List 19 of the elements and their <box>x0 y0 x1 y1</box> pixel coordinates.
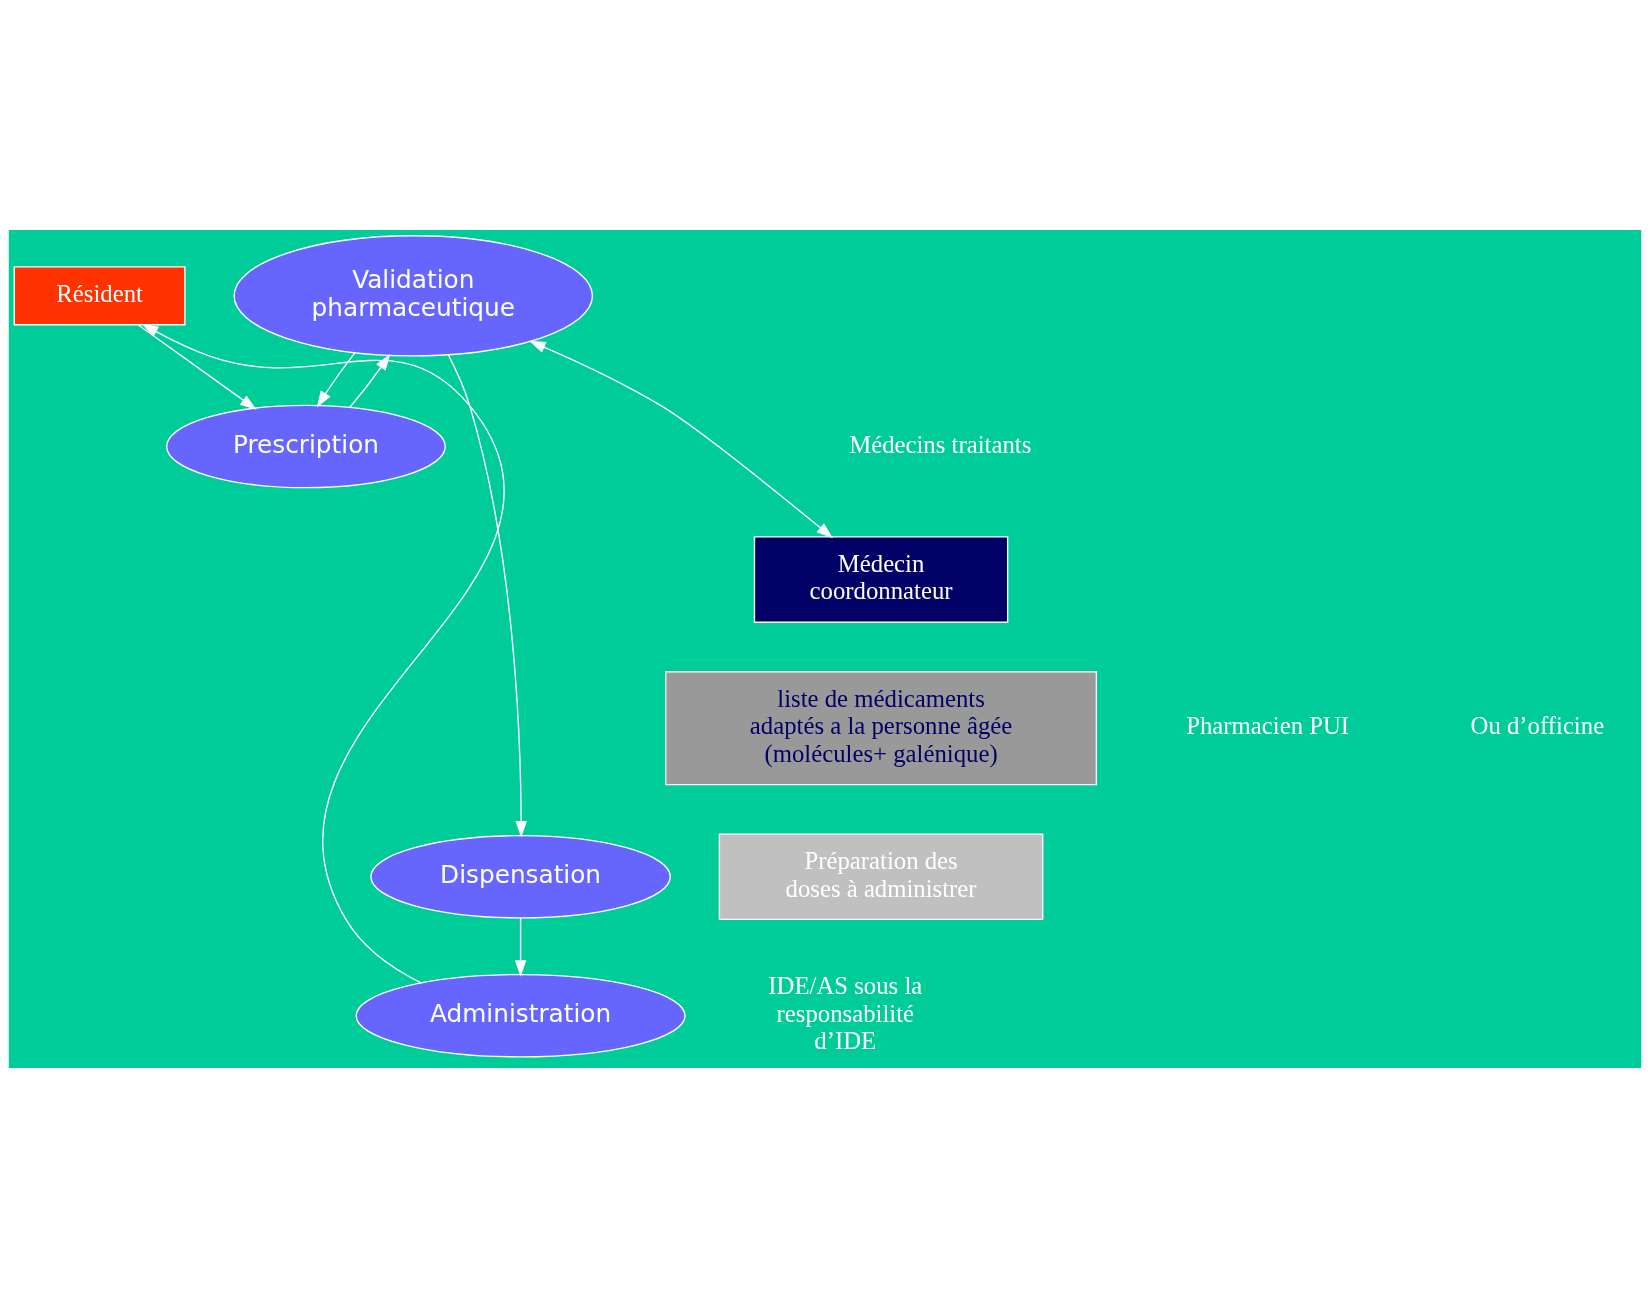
node-ellipse: Validation pharmaceutique <box>233 235 594 357</box>
arrow <box>316 352 356 408</box>
node-box: liste de médicaments adaptés a la personne âgée (molécules+ galénique) <box>665 671 1098 786</box>
node-box: Préparation des doses à administrer <box>718 833 1044 921</box>
node-ellipse: Administration <box>355 973 686 1058</box>
node-box: Médecin coordonnateur <box>753 536 1009 623</box>
arrow <box>141 323 505 984</box>
arrow <box>349 353 391 409</box>
node-box: Résident <box>13 266 186 326</box>
label: Médecins traitants <box>849 430 1032 458</box>
label: Pharmacien PUI <box>1186 712 1350 740</box>
arrow <box>529 340 833 539</box>
label: Ou d’officine <box>1470 712 1605 740</box>
arrow <box>514 917 527 977</box>
label: IDE/AS sous la responsabilité d’IDE <box>768 972 923 1055</box>
arrow <box>447 354 527 838</box>
node-ellipse: Prescription <box>166 404 446 489</box>
node-ellipse: Dispensation <box>370 834 671 919</box>
arrow <box>137 324 257 410</box>
